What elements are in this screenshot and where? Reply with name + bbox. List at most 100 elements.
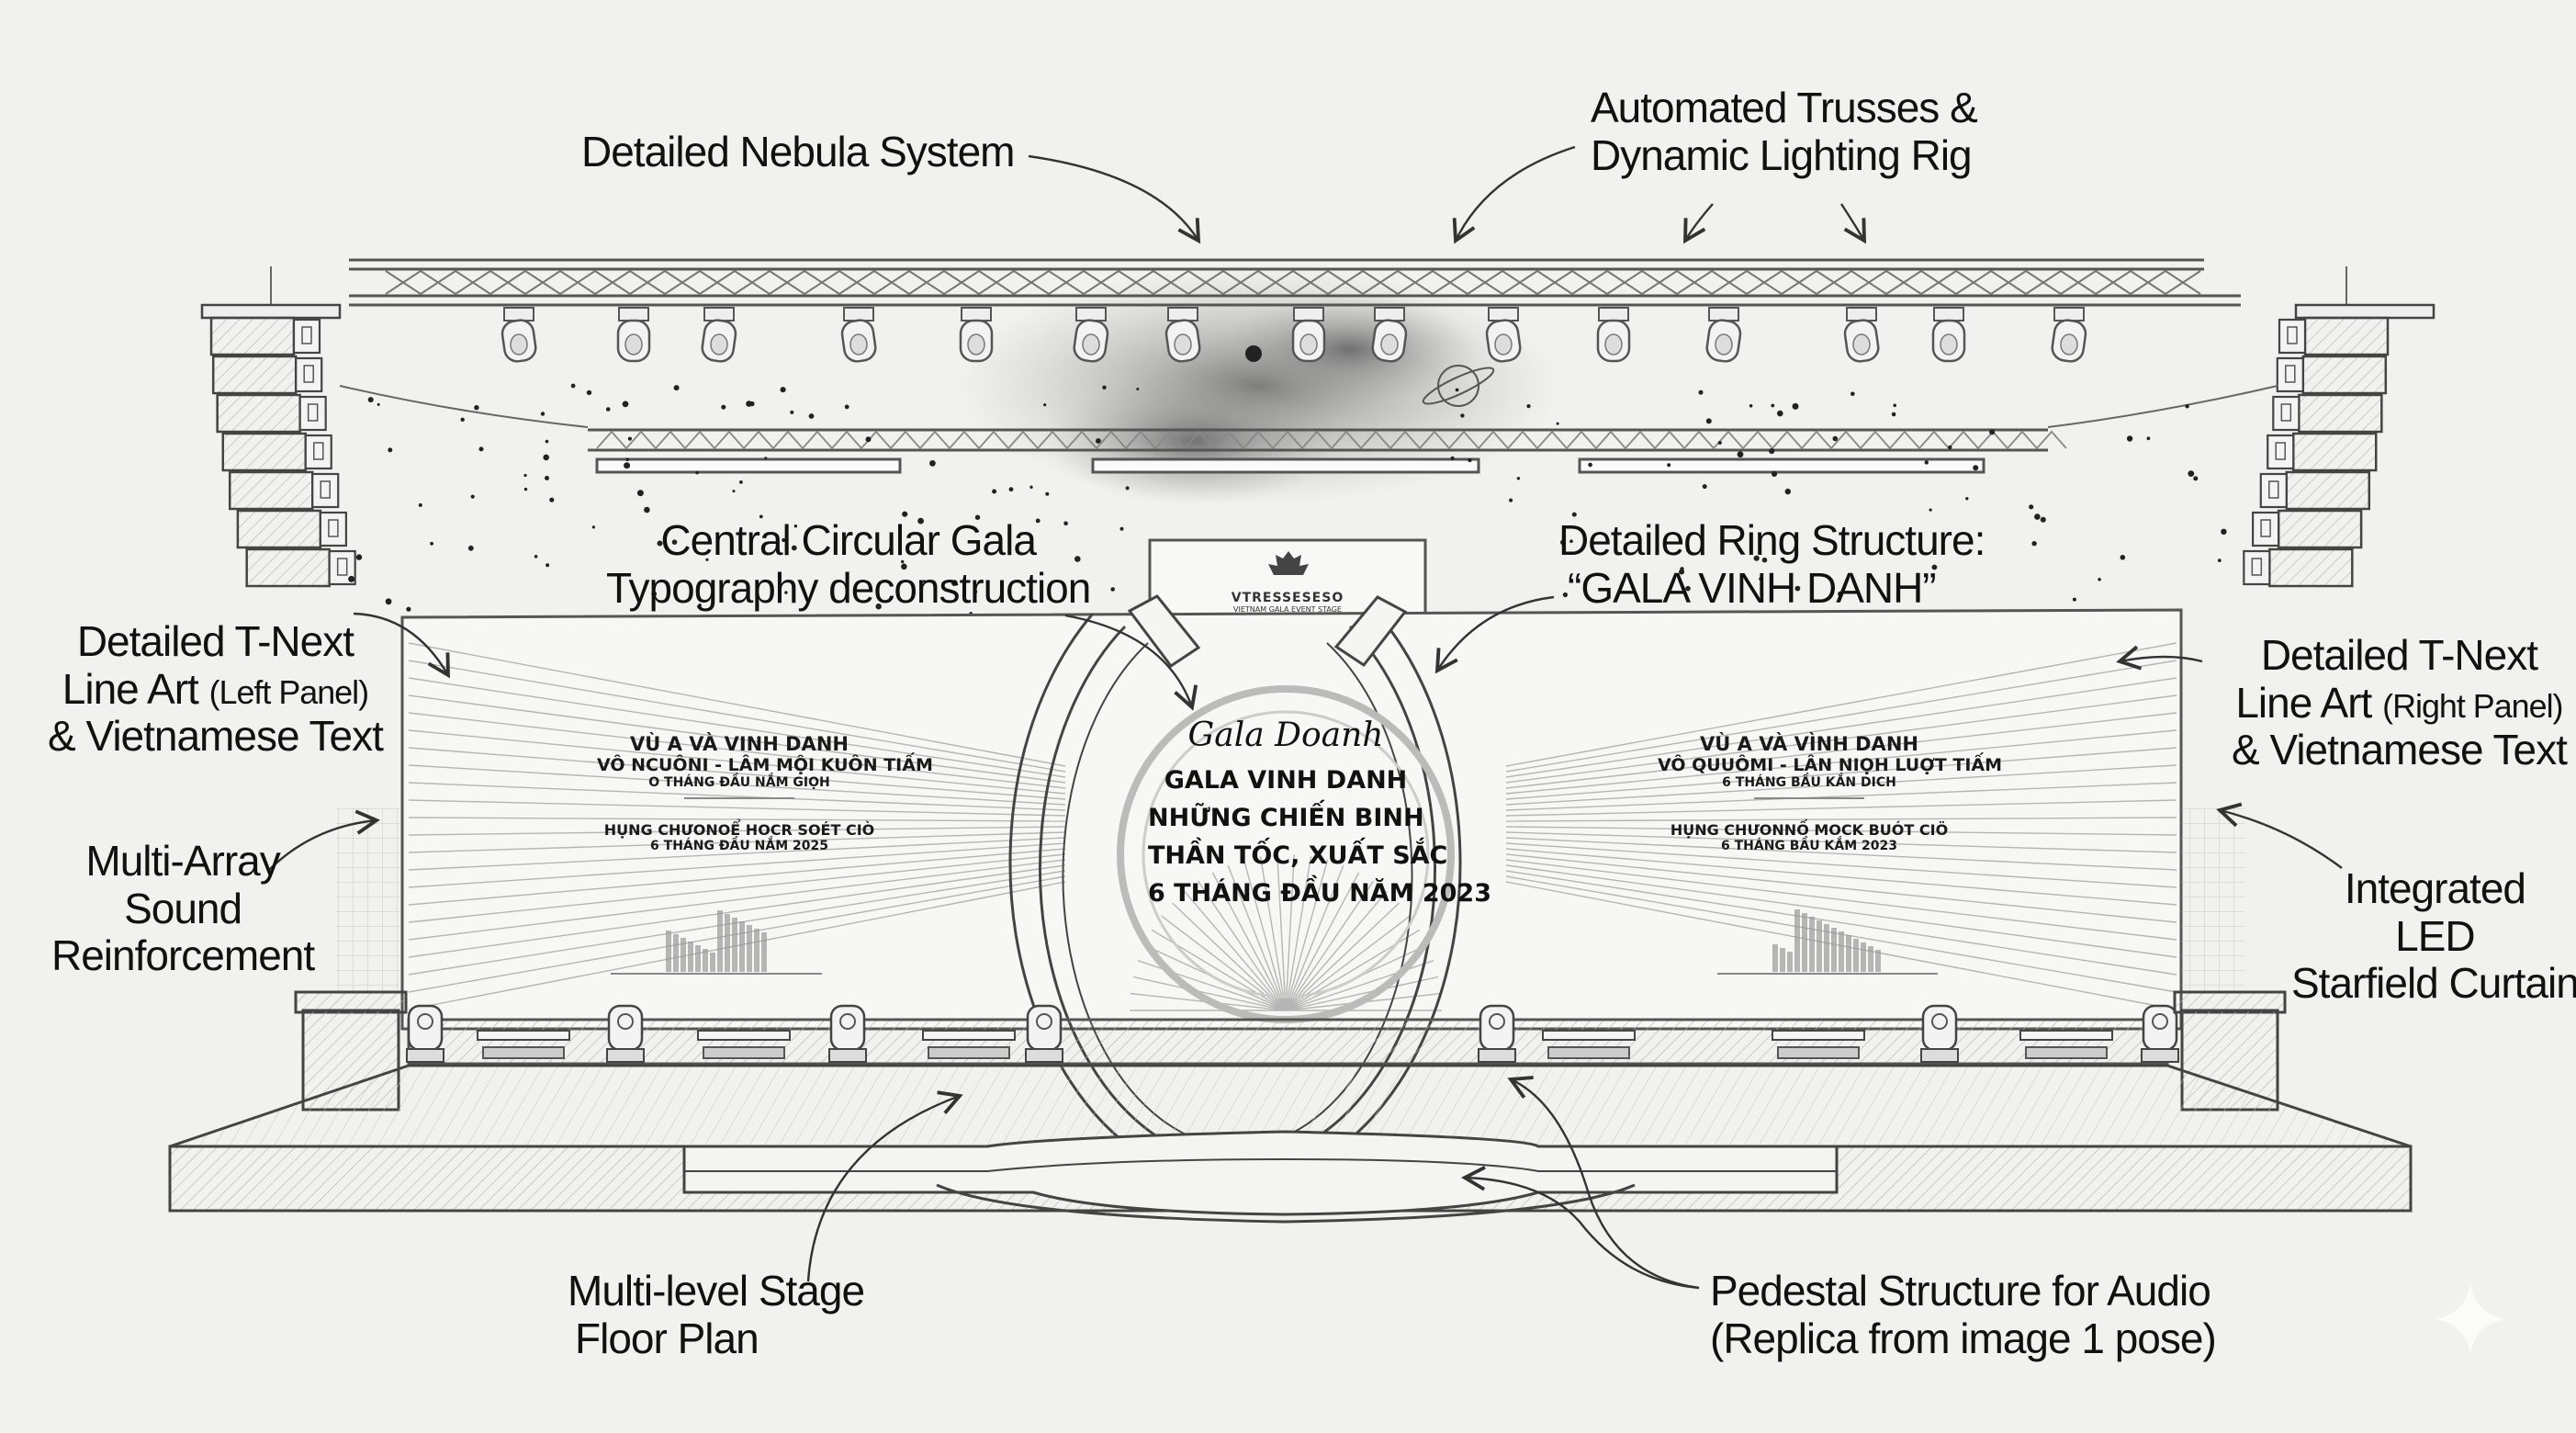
light-bar bbox=[482, 1046, 565, 1059]
star-dot bbox=[1702, 484, 1707, 490]
callout-trusses: Automated Trusses & Dynamic Lighting Rig bbox=[1591, 84, 1978, 179]
building bbox=[717, 910, 723, 972]
star-dot bbox=[1008, 487, 1014, 492]
building bbox=[681, 938, 686, 972]
building bbox=[703, 949, 708, 972]
star-dot bbox=[2217, 559, 2222, 562]
ring-line-1: GALA VINH DANH bbox=[1164, 766, 1408, 795]
top-sign-brand: VTRESSESESO VIETNAM GALA EVENT STAGE bbox=[1150, 591, 1425, 614]
star-dot bbox=[1045, 491, 1050, 496]
callout-central-line-1: Central Circular Gala bbox=[660, 516, 1036, 564]
brand-name: VTRESSESESO bbox=[1231, 591, 1344, 605]
star-dot bbox=[1063, 521, 1068, 526]
building bbox=[1839, 931, 1844, 972]
building bbox=[1794, 909, 1800, 972]
building bbox=[1861, 942, 1866, 972]
brand-tagline: VIETNAM GALA EVENT STAGE bbox=[1233, 605, 1342, 614]
speaker-box bbox=[2301, 355, 2388, 395]
building bbox=[1868, 946, 1873, 972]
callout-central-typography: Central Circular Gala Typography deconst… bbox=[606, 516, 1091, 612]
star-dot bbox=[1771, 403, 1775, 408]
light-bar bbox=[477, 1030, 570, 1041]
star-dot bbox=[534, 555, 538, 559]
speaker-box bbox=[2268, 547, 2354, 588]
star-dot bbox=[2193, 476, 2199, 481]
star-dot bbox=[1784, 488, 1792, 495]
callout-sound-line-3: Reinforcement bbox=[51, 931, 315, 980]
left-panel-line-1: VÙ A VÀ VINH DANH bbox=[630, 733, 849, 755]
star-dot bbox=[2146, 436, 2151, 441]
line-array-right bbox=[2243, 266, 2435, 588]
callout-pedestal-line-1: Pedestal Structure for Audio bbox=[1710, 1267, 2211, 1315]
star-dot bbox=[605, 407, 611, 412]
star-dot bbox=[377, 402, 380, 406]
callout-right-panel-line-1: Detailed T-Next bbox=[2260, 631, 2538, 679]
ring-line-4: 6 THÁNG ĐẦU NĂM 2023 bbox=[1148, 879, 1492, 908]
star-dot bbox=[545, 439, 549, 444]
star-dot bbox=[1931, 564, 1938, 570]
callout-sound-line-1: Multi-Array bbox=[85, 837, 280, 885]
stage-steps bbox=[682, 1130, 1839, 1224]
building bbox=[761, 932, 767, 972]
light-bar bbox=[703, 1046, 785, 1059]
star-dot bbox=[586, 389, 592, 396]
speaker-cables bbox=[339, 385, 2278, 428]
star-dot bbox=[1838, 591, 1843, 597]
star-dot bbox=[2126, 435, 2133, 442]
moving-head-lights bbox=[501, 307, 2087, 363]
star-dot bbox=[1737, 451, 1744, 458]
star-dot bbox=[1460, 413, 1465, 418]
floor-light-icon bbox=[1025, 1004, 1063, 1063]
planet-icon bbox=[1422, 365, 1495, 407]
left-panel-line-5: 6 THÁNG ĐẦU NẮM 2025 bbox=[650, 839, 828, 853]
starfield bbox=[348, 383, 2227, 615]
star-dot bbox=[1965, 497, 1969, 501]
star-dot bbox=[1562, 592, 1568, 598]
star-dot bbox=[478, 446, 484, 452]
building bbox=[725, 914, 730, 972]
star-dot bbox=[922, 580, 927, 583]
ring-script-title: Gala Doanh bbox=[1187, 716, 1384, 754]
star-dot bbox=[1096, 438, 1101, 444]
callout-ring-line-1: Detailed Ring Structure: bbox=[1558, 516, 1985, 564]
star-dot bbox=[2221, 528, 2227, 535]
building bbox=[1853, 939, 1859, 972]
star-dot bbox=[1973, 465, 1979, 471]
callout-floor-line-2: Floor Plan bbox=[575, 1314, 759, 1362]
callout-left-panel: Detailed T-Next Line Art (Left Panel) & … bbox=[48, 617, 384, 761]
star-dot bbox=[865, 436, 872, 443]
star-dot bbox=[695, 470, 699, 475]
floor-light-icon bbox=[2141, 1004, 2179, 1063]
star-dot bbox=[470, 494, 475, 499]
star-dot bbox=[844, 404, 849, 410]
left-panel-line-2: VÔ NCUÔNI - LÂM MỘI KUÔN TIẤM bbox=[597, 755, 933, 775]
lower-truss bbox=[588, 428, 2048, 452]
callout-floor-line-1: Multi-level Stage bbox=[568, 1267, 865, 1315]
building bbox=[666, 931, 671, 972]
speaker-box bbox=[209, 316, 296, 356]
star-dot bbox=[2185, 404, 2189, 409]
right-panel-divider bbox=[1754, 797, 1864, 799]
star-dot bbox=[1989, 429, 1996, 435]
light-bar bbox=[922, 1030, 1016, 1041]
callout-trusses-line-1: Automated Trusses & bbox=[1591, 84, 1978, 131]
star-dot bbox=[622, 401, 629, 408]
right-panel-line-1: VÙ A VÀ VÌNH DANH bbox=[1700, 733, 1918, 755]
light-bar bbox=[1772, 1030, 1865, 1041]
building bbox=[739, 921, 745, 972]
callout-arrows bbox=[267, 145, 2343, 1290]
star-dot bbox=[2034, 513, 2041, 520]
building bbox=[1875, 950, 1881, 972]
moving-head-icon bbox=[616, 307, 651, 363]
callout-left-panel-line-2-small: (Left Panel) bbox=[208, 673, 369, 711]
star-dot bbox=[460, 417, 465, 422]
star-dot bbox=[929, 460, 936, 467]
moving-head-icon bbox=[501, 307, 537, 363]
star-dot bbox=[1929, 508, 1932, 512]
star-dot bbox=[759, 514, 763, 519]
star-dot bbox=[1588, 462, 1592, 468]
star-dot bbox=[549, 497, 555, 502]
star-dot bbox=[570, 383, 576, 389]
star-dot bbox=[721, 404, 726, 410]
building bbox=[688, 942, 693, 972]
